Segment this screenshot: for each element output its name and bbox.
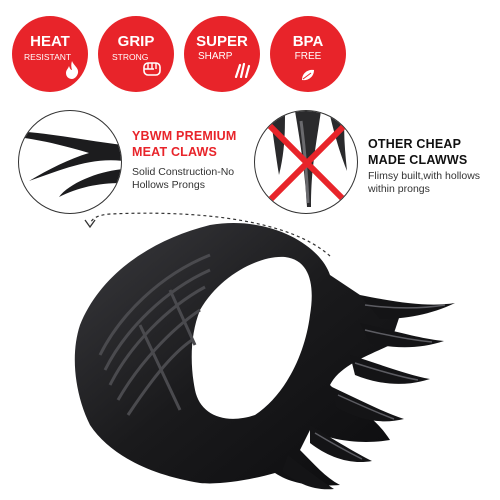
badge-sub-label: STRONG bbox=[112, 52, 149, 62]
leaf-icon bbox=[300, 68, 316, 82]
premium-title-line2: MEAT CLAWS bbox=[132, 145, 218, 159]
premium-title-line1: YBWM PREMIUM bbox=[132, 129, 237, 143]
cheap-title-line2: MADE CLAWWS bbox=[368, 153, 468, 167]
badge-sub-label: SHARP bbox=[198, 51, 233, 62]
badge-main-label: GRIP bbox=[117, 33, 155, 50]
badge-main-label: BPA bbox=[292, 33, 324, 50]
bpa-free-badge: BPA FREE bbox=[270, 16, 346, 92]
grip-strong-badge: GRIP STRONG bbox=[98, 16, 174, 92]
cheap-claw-title: OTHER CHEAP MADE CLAWWS bbox=[368, 136, 467, 168]
premium-desc-line1: Solid Construction-No bbox=[132, 166, 235, 178]
reject-x-icon bbox=[260, 116, 354, 210]
meat-claw-product-image bbox=[74, 223, 455, 490]
badge-sub-label: FREE bbox=[294, 51, 322, 62]
heat-resistant-badge: HEAT RESISTANT bbox=[12, 16, 88, 92]
cheap-claw-description: Flimsy built,with hollows within prongs bbox=[368, 170, 480, 196]
flame-icon bbox=[64, 60, 80, 80]
fist-icon bbox=[142, 60, 164, 78]
premium-claw-description: Solid Construction-No Hollows Prongs bbox=[132, 166, 234, 192]
dashed-pointer-arrow bbox=[84, 212, 331, 257]
premium-desc-line2: Hollows Prongs bbox=[132, 179, 205, 191]
cheap-claw-zoom bbox=[254, 110, 358, 214]
cheap-desc-line2: within prongs bbox=[368, 183, 430, 195]
premium-claw-title: YBWM PREMIUM MEAT CLAWS bbox=[132, 128, 236, 160]
badge-main-label: SUPER bbox=[196, 33, 248, 50]
cheap-title-line1: OTHER CHEAP bbox=[368, 137, 462, 151]
premium-claw-zoom bbox=[18, 110, 122, 214]
super-sharp-badge: SUPER SHARP bbox=[184, 16, 260, 92]
claw-mark-icon bbox=[234, 62, 252, 78]
badge-main-label: HEAT bbox=[30, 33, 70, 50]
cheap-desc-line1: Flimsy built,with hollows bbox=[368, 170, 481, 182]
badge-sub-label: RESISTANT bbox=[24, 52, 72, 62]
